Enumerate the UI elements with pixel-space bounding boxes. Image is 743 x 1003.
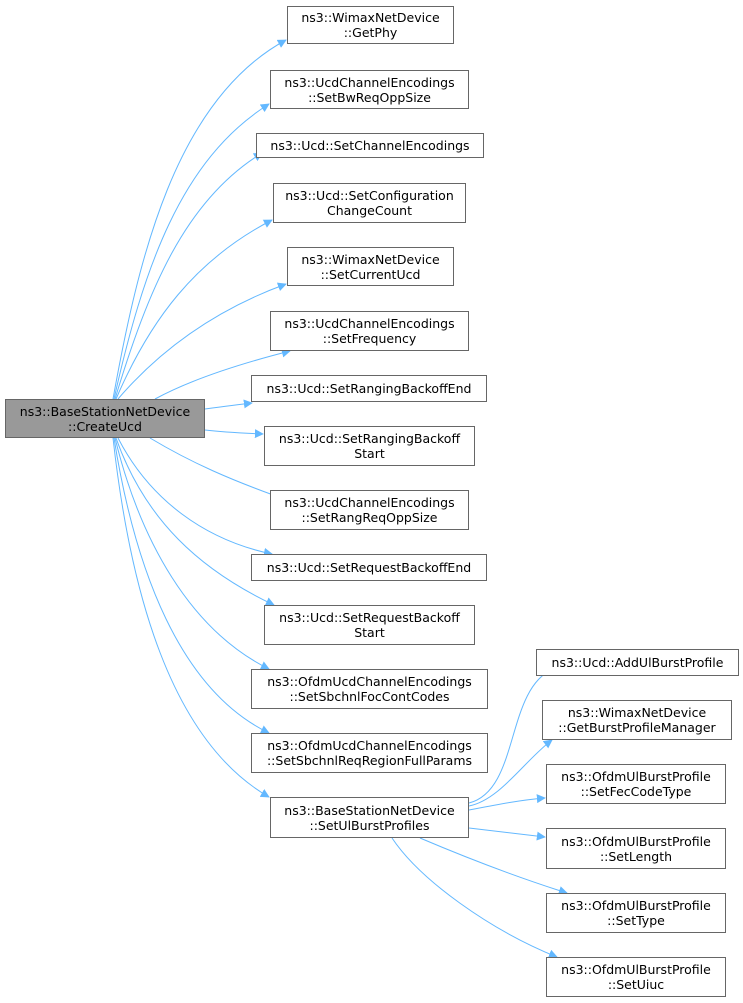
node-line2: ::SetCurrentUcd [320,266,421,282]
node-setfrequency[interactable]: ns3::UcdChannelEncodings ::SetFrequency [270,311,469,351]
node-line1: ns3::BaseStationNetDevice [284,802,455,818]
node-line1: ns3::OfdmUcdChannelEncodings [267,674,472,689]
node-setcurrentucd[interactable]: ns3::WimaxNetDevice ::SetCurrentUcd [287,247,454,286]
node-line1: ns3::OfdmUlBurstProfile [561,769,711,784]
node-line1: ns3::Ucd::SetRequestBackoffEnd [266,560,472,575]
node-setconfigurationchangecount[interactable]: ns3::Ucd::SetConfiguration ChangeCount [273,183,466,223]
edge-to-getphy [112,39,287,400]
edge-to-addulburstprofile [468,668,554,804]
edge-to-setulburstprofiles [112,437,270,798]
node-line1: ns3::Ucd::SetChannelEncodings [270,138,470,153]
node-setlength[interactable]: ns3::OfdmUlBurstProfile ::SetLength [546,828,726,869]
edge-to-setrangingbackoffend [204,399,253,410]
node-setrangingbackoffstart[interactable]: ns3::Ucd::SetRangingBackoff Start [264,426,475,466]
node-line1: ns3::OfdmUlBurstProfile [561,962,711,977]
node-setrequestbackoffstart[interactable]: ns3::Ucd::SetRequestBackoff Start [264,605,475,645]
node-line1: ns3::Ucd::SetRangingBackoff [278,431,461,446]
edge-to-setchannelencodings [114,152,263,400]
node-setbwreqoppsize[interactable]: ns3::UcdChannelEncodings ::SetBwReqOppSi… [270,70,469,109]
edge-to-setuiuc [391,837,558,959]
node-line1: ns3::UcdChannelEncodings [284,74,455,90]
node-getburstprofilemanager[interactable]: ns3::WimaxNetDevice ::GetBurstProfileMan… [542,700,732,740]
edge-to-setrangingbackoffstart [204,429,264,439]
node-line2: ::SetRangReqOppSize [301,510,438,525]
node-line1: ns3::OfdmUlBurstProfile [561,898,711,913]
edge-to-setconfigurationchangecount [115,219,273,400]
node-line2: ::SetFecCodeType [580,784,692,799]
node-setulburstprofiles[interactable]: ns3::BaseStationNetDevice ::SetUlBurstPr… [270,797,469,838]
node-line2: ::SetFrequency [322,331,417,346]
node-setrangingbackoffend[interactable]: ns3::Ucd::SetRangingBackoffEnd [251,375,487,402]
node-line2: Start [354,446,385,461]
node-line1: ns3::OfdmUcdChannelEncodings [267,738,472,753]
node-settype[interactable]: ns3::OfdmUlBurstProfile ::SetType [546,893,726,933]
edge-to-setbwreqoppsize [113,103,270,400]
node-line1: ns3::UcdChannelEncodings [284,316,455,331]
edge-to-settype [419,837,568,895]
node-line2: ::SetUiuc [607,977,665,992]
node-setsbchnlfoccontcodes[interactable]: ns3::OfdmUcdChannelEncodings ::SetSbchnl… [251,669,488,709]
node-line1: ns3::Ucd::AddUlBurstProfile [551,655,724,670]
node-line2: ChangeCount [327,203,412,218]
edge-to-setrequestbackoffend [117,437,273,557]
node-setrequestbackoffend[interactable]: ns3::Ucd::SetRequestBackoffEnd [251,554,487,581]
node-setsbchnlreqregionfullparams[interactable]: ns3::OfdmUcdChannelEncodings ::SetSbchnl… [251,733,488,773]
edge-to-setfrequency [154,348,291,400]
node-line1: ns3::UcdChannelEncodings [284,495,455,510]
edge-to-setcurrentucd [117,282,287,400]
node-line2: ::SetUlBurstProfiles [309,817,430,833]
node-line2: ::SetSbchnlFocContCodes [289,689,450,704]
node-line2: ::SetBwReqOppSize [308,89,431,105]
node-setfeccodetype[interactable]: ns3::OfdmUlBurstProfile ::SetFecCodeType [546,764,726,804]
node-setuiuc[interactable]: ns3::OfdmUlBurstProfile ::SetUiuc [546,957,726,997]
node-line2: ::GetBurstProfileManager [558,720,716,735]
node-line1: ns3::WimaxNetDevice [301,10,440,25]
node-line2: ::SetType [607,913,665,928]
node-addulburstprofile[interactable]: ns3::Ucd::AddUlBurstProfile [536,649,739,676]
node-line2: Start [354,625,385,640]
edge-to-setsbchnlfoccontcodes [114,437,270,670]
node-line1: ns3::Ucd::SetConfiguration [285,188,454,203]
node-line2: ::SetSbchnlReqRegionFullParams [266,753,473,768]
node-line2: ::CreateUcd [68,418,142,434]
edge-to-getburstprofilemanager [468,739,553,807]
node-line1: ns3::WimaxNetDevice [301,251,440,267]
node-createucd[interactable]: ns3::BaseStationNetDevice ::CreateUcd [5,399,205,438]
node-line1: ns3::WimaxNetDevice [567,705,707,720]
node-line1: ns3::Ucd::SetRangingBackoffEnd [266,381,472,396]
node-getphy[interactable]: ns3::WimaxNetDevice ::GetPhy [287,6,454,44]
edge-to-setrequestbackoffstart [115,437,275,606]
node-line2: ::SetLength [599,848,673,864]
edge-to-setfeccodetype [468,794,546,811]
node-setrangreqoppsize[interactable]: ns3::UcdChannelEncodings ::SetRangReqOpp… [270,490,469,530]
edge-to-setlength [468,827,546,841]
edge-to-setsbchnlreqregionfullparams [113,437,270,734]
node-line1: ns3::OfdmUlBurstProfile [561,833,711,849]
node-line1: ns3::BaseStationNetDevice [19,403,191,419]
node-line1: ns3::Ucd::SetRequestBackoff [279,610,460,625]
node-line2: ::GetPhy [343,25,398,40]
node-setchannelencodings[interactable]: ns3::Ucd::SetChannelEncodings [256,133,484,158]
